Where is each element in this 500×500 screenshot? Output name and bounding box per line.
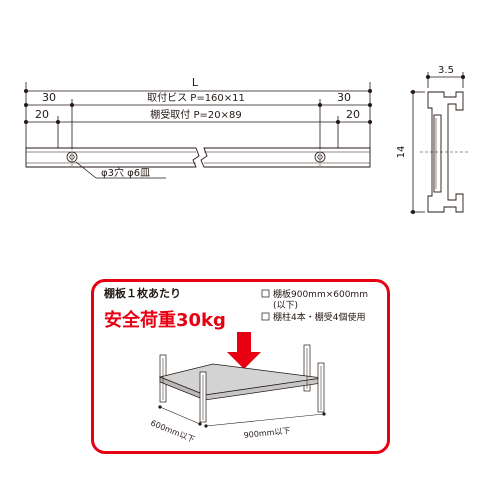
support-pitch-label: 棚受取付 P=20×89 bbox=[150, 108, 241, 121]
screw-pitch-left: 30 bbox=[42, 91, 56, 104]
hole-note: φ3穴 φ6皿 bbox=[101, 166, 150, 179]
overall-length-label: L bbox=[192, 76, 199, 89]
section-height-label: 14 bbox=[396, 146, 407, 159]
support-pitch-left: 20 bbox=[35, 108, 49, 121]
rail-front-view bbox=[25, 147, 371, 168]
screw-hole-left bbox=[66, 148, 78, 167]
screw-pitch-right: 30 bbox=[337, 91, 351, 104]
support-pitch-right: 20 bbox=[346, 108, 360, 121]
section-width-label: 3.5 bbox=[438, 65, 454, 76]
hole-note-leader bbox=[75, 161, 166, 179]
screw-pitch-label: 取付ビス P=160×11 bbox=[147, 91, 245, 104]
screw-hole-right bbox=[314, 148, 326, 167]
load-info-panel bbox=[91, 279, 390, 454]
